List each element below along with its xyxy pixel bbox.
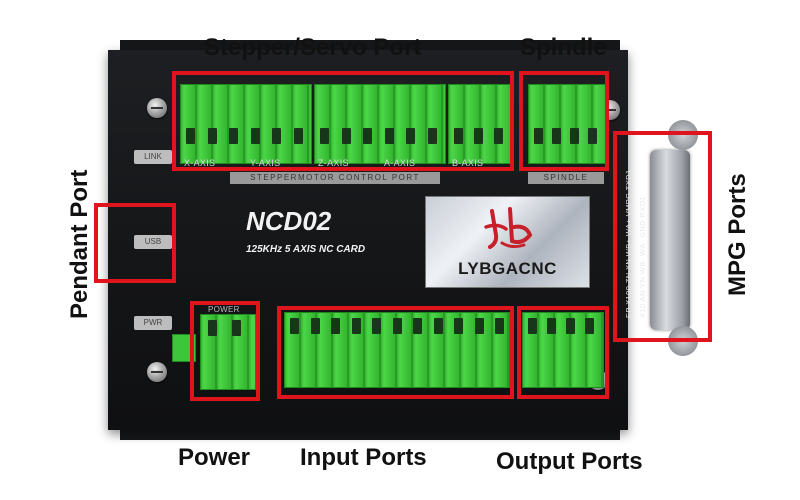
axis-label-b: B-AXIS [452,158,484,168]
terminal-screw-icon [372,318,381,334]
output-ports-label: Output Ports [496,448,643,475]
model-subtitle: 125KHz 5 AXIS NC CARD [246,244,366,255]
terminal-screw-icon [534,128,543,144]
terminal-screw-icon [566,318,575,334]
terminal-screw-icon [528,318,537,334]
terminal-screw-icon [320,128,329,144]
usb-port-label: USB [134,235,172,249]
spindle-highlight [519,71,609,171]
pwr-led-label: PWR [134,316,172,330]
terminal-screw-icon [474,128,483,144]
link-led-label: LINK [134,150,172,164]
power-label: POWER [208,305,240,314]
terminal-screw-icon [585,318,594,334]
input-ports-label: Input Ports [300,444,427,471]
power-callout-label: Power [178,444,251,471]
terminal-screw-icon [208,320,217,336]
terminal-screw-icon [341,128,351,144]
axis-label-x: X-AXIS [184,158,216,168]
output-ports-highlight [517,306,609,399]
screw-icon [147,362,167,382]
terminal-screw-icon [495,318,504,334]
terminal-screw-icon [250,128,260,144]
power-highlight [190,301,260,401]
terminal-screw-icon [406,128,415,144]
terminal-screw-icon [229,128,238,144]
terminal-screw-icon [427,128,437,144]
axis-label-a: A-AXIS [384,158,416,168]
pendant-port-label: Pendant Port [66,169,93,319]
terminal-screw-icon [570,128,579,144]
input-ports-highlight [277,306,514,399]
terminal-screw-icon [552,128,561,144]
axis-label-y: Y-AXIS [250,158,281,168]
terminal-screw-icon [310,318,320,334]
terminal-screw-icon [207,128,217,144]
terminal-screw-icon [413,318,422,334]
brand-plate: LYBGACNC [425,196,590,288]
terminal-screw-icon [232,320,241,336]
terminal-screw-icon [290,318,299,334]
stepper-terminal-block [180,84,312,164]
terminal-screw-icon [433,318,443,334]
terminal-screw-icon [474,318,484,334]
terminal-screw-icon [454,128,463,144]
terminal-screw-icon [363,128,372,144]
terminal-screw-icon [392,318,402,334]
spindle-strip: SPINDLE [528,172,604,184]
terminal-screw-icon [186,128,195,144]
lb-logo-icon [484,207,533,249]
stepper-servo-port-label: Stepper/Servo Port [204,34,422,61]
terminal-screw-icon [272,128,281,144]
terminal-screw-icon [351,318,361,334]
terminal-screw-icon [547,318,556,334]
stepper-terminal-block [314,84,446,164]
stepper-port-strip: STEPPERMOTOR CONTROL PORT [230,172,440,184]
terminal-screw-icon [588,128,597,144]
terminal-screw-icon [384,128,394,144]
terminal-screw-icon [293,128,303,144]
mpg-ports-highlight [613,131,712,342]
terminal-screw-icon [331,318,340,334]
screw-icon [147,98,167,118]
model-name: NCD02 [246,206,332,236]
pendant-port-highlight [94,203,176,283]
mpg-ports-label: MPG Ports [724,173,751,296]
terminal-screw-icon [494,128,503,144]
stepper-port-highlight [172,71,514,171]
terminal-screw-icon [454,318,463,334]
stepper-terminal-block [448,84,512,164]
spindle-label: Spindle [520,34,607,61]
brand-name: LYBGACNC [458,259,557,278]
connector-screw-icon [668,120,698,150]
mpg-db-connector [650,150,690,330]
axis-label-z: Z-AXIS [318,158,349,168]
